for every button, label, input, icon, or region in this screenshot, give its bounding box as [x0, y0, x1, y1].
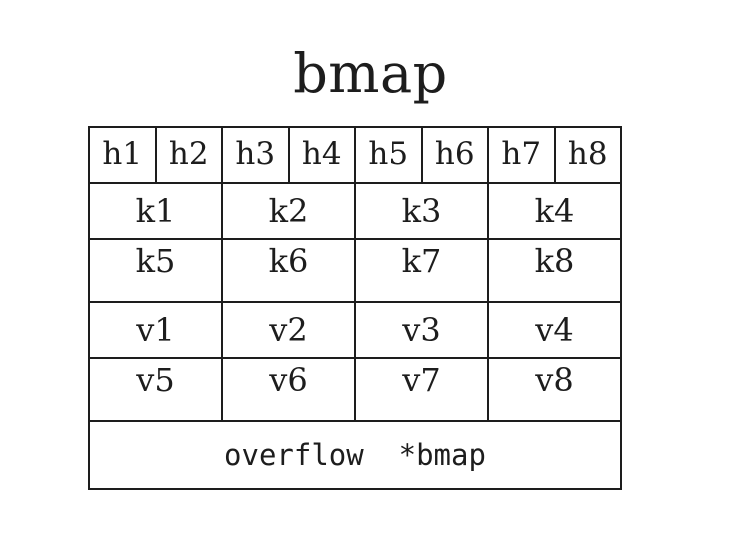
key-cell-k8: k8 [534, 242, 575, 280]
value-cell-v1: v1 [90, 303, 223, 357]
key-cell-k6: k6 [223, 240, 356, 301]
value-cell-v7: v7 [356, 359, 489, 420]
tophash-cell-h4: h4 [290, 128, 356, 182]
key-cell-k4: k4 [534, 192, 575, 230]
value-cell-v3: v3 [356, 303, 489, 357]
key-cell-k1: k1 [90, 184, 223, 238]
bmap-layout-table: h1 h2 h3 h4 h5 h6 h7 h8 k1 k2 k3 k4 k5 k… [88, 126, 622, 490]
tophash-cell-h8: h8 [567, 136, 608, 172]
overflow-pointer-cell: overflow *bmap [224, 438, 486, 472]
key-cell-k7: k7 [356, 240, 489, 301]
value-cell-v5: v5 [90, 359, 223, 420]
diagram-title: bmap [293, 42, 448, 105]
tophash-cell-h5: h5 [356, 128, 423, 182]
tophash-cell-h7: h7 [489, 128, 556, 182]
key-cell-k3: k3 [356, 184, 489, 238]
values-row: v1 v2 v3 v4 [90, 303, 620, 359]
keys-row: k1 k2 k3 k4 [90, 184, 620, 240]
value-cell-v2: v2 [223, 303, 356, 357]
tophash-cell-h1: h1 [90, 128, 157, 182]
values-row: v5 v6 v7 v8 [90, 359, 620, 420]
overflow-row: overflow *bmap [90, 422, 620, 488]
values-block: v1 v2 v3 v4 v5 v6 v7 v8 [90, 303, 620, 422]
value-cell-v8: v8 [535, 361, 574, 399]
key-cell-k2: k2 [223, 184, 356, 238]
value-cell-v4: v4 [535, 311, 574, 349]
tophash-cell-h2: h2 [157, 128, 223, 182]
tophash-cell-h6: h6 [423, 128, 489, 182]
tophash-row: h1 h2 h3 h4 h5 h6 h7 h8 [90, 128, 620, 184]
tophash-cell-h3: h3 [223, 128, 290, 182]
key-cell-k5: k5 [90, 240, 223, 301]
value-cell-v6: v6 [223, 359, 356, 420]
keys-row: k5 k6 k7 k8 [90, 240, 620, 301]
keys-block: k1 k2 k3 k4 k5 k6 k7 k8 [90, 184, 620, 303]
